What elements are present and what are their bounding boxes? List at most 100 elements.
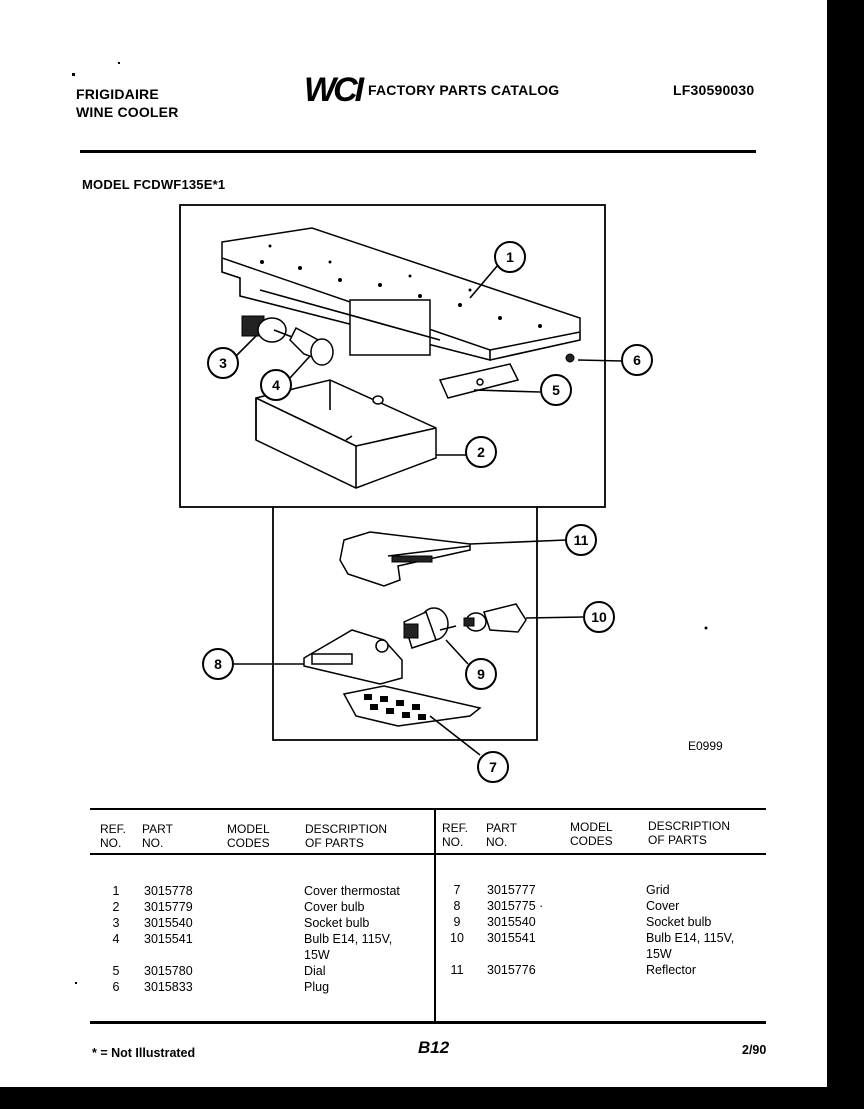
table-cell: 4	[112, 932, 120, 946]
svg-text:1: 1	[506, 249, 514, 265]
table-cell: 3015780	[144, 964, 193, 978]
cover-thermostat-drawing	[221, 227, 581, 362]
table-cell: 10	[450, 931, 464, 945]
callout-11: 11	[565, 524, 597, 556]
table-top-rule	[90, 808, 766, 810]
header-divider	[80, 150, 756, 153]
cover-lower-drawing	[303, 629, 403, 685]
svg-text:9: 9	[477, 666, 485, 682]
diagram-code: E0999	[688, 739, 723, 753]
svg-text:8: 8	[214, 656, 222, 672]
brand-name: FRIGIDAIRE	[76, 86, 159, 102]
table-cell: Plug	[304, 980, 330, 994]
right-desc-column: Grid Cover Socket bulb Bulb E14, 115V, 1…	[646, 882, 734, 978]
callout-7: 7	[477, 751, 509, 783]
svg-text:7: 7	[489, 759, 497, 775]
left-ref-column: 1 2 3 4 5 6	[106, 883, 126, 995]
callout-3: 3	[207, 347, 239, 379]
svg-text:2: 2	[477, 444, 485, 460]
table-cell: 15W	[646, 947, 672, 961]
callout-9: 9	[465, 658, 497, 690]
revision-date: 2/90	[742, 1043, 767, 1057]
callout-8: 8	[202, 648, 234, 680]
product-type: WINE COOLER	[76, 104, 179, 120]
svg-text:3: 3	[219, 355, 227, 371]
table-cell: 2	[112, 900, 120, 914]
table-cell: 11	[450, 963, 464, 977]
header-ref-no-right: REF.NO.	[442, 821, 469, 849]
table-cell: 1	[112, 884, 120, 898]
left-desc-column: Cover thermostat Cover bulb Socket bulb …	[304, 883, 400, 995]
table-cell	[487, 946, 543, 962]
svg-text:11: 11	[574, 532, 589, 548]
table-bottom-rule	[90, 1021, 766, 1024]
upper-assembly-frame	[179, 204, 606, 508]
callout-2: 2	[465, 436, 497, 468]
catalog-number: LF30590030	[673, 82, 755, 98]
table-cell: 3015540	[487, 915, 536, 929]
bulb-drawing	[289, 326, 334, 366]
model-label: MODEL FCDWF135E*1	[82, 177, 226, 192]
table-cell: 8	[453, 899, 461, 913]
footnote: * = Not Illustrated	[92, 1046, 196, 1060]
catalog-page: FRIGIDAIRE WINE COOLER WCI FACTORY PARTS…	[0, 0, 827, 1087]
table-cell: Grid	[646, 883, 670, 897]
table-cell: 3015833	[144, 980, 193, 994]
scan-speck	[72, 73, 75, 76]
callout-1: 1	[494, 241, 526, 273]
header-ref-no: REF.NO.	[100, 822, 127, 850]
table-cell: 3015778	[144, 884, 193, 898]
table-cell: 3015779	[144, 900, 193, 914]
table-cell: 3	[112, 916, 120, 930]
table-cell	[446, 946, 468, 962]
table-cell: Bulb E14, 115V,	[304, 932, 393, 946]
table-cell	[106, 947, 126, 963]
svg-text:6: 6	[633, 352, 641, 368]
table-cell: 3015776	[487, 963, 536, 977]
table-cell: 5	[112, 964, 120, 978]
catalog-title: FACTORY PARTS CATALOG	[368, 82, 560, 98]
table-cell: Socket bulb	[304, 916, 370, 930]
scan-speck	[75, 982, 77, 984]
lower-assembly-frame	[272, 507, 538, 741]
svg-text:4: 4	[272, 377, 280, 393]
table-cell: 15W	[304, 948, 330, 962]
table-center-rule	[434, 808, 436, 1022]
table-cell: 7	[453, 883, 461, 897]
table-cell: Dial	[304, 964, 326, 978]
cover-bulb-drawing	[255, 379, 437, 489]
right-part-column: 3015777 3015775 · 3015540 3015541 301577…	[487, 882, 543, 978]
right-ref-column: 7 8 9 10 11	[446, 882, 468, 978]
callout-10: 10	[583, 601, 615, 633]
svg-text:10: 10	[591, 609, 607, 625]
table-cell: 3015541	[487, 931, 536, 945]
table-cell: 3015541	[144, 932, 193, 946]
bulb-lower-drawing	[463, 603, 527, 633]
grid-drawing	[342, 685, 482, 727]
svg-text:5: 5	[552, 382, 560, 398]
socket-lower-drawing	[403, 607, 457, 649]
table-cell: Cover thermostat	[304, 884, 400, 898]
table-cell: Cover bulb	[304, 900, 365, 914]
table-cell: Bulb E14, 115V,	[646, 931, 735, 945]
callout-5: 5	[540, 374, 572, 406]
table-cell: 3015777	[487, 883, 536, 897]
table-cell: 3015540	[144, 916, 193, 930]
table-cell: Cover	[646, 899, 680, 913]
table-cell: 3015775 ·	[487, 899, 544, 913]
table-header-rule	[90, 853, 766, 855]
page-number: B12	[418, 1038, 450, 1057]
wci-logo: WCI	[304, 71, 364, 109]
dial-drawing	[438, 363, 520, 399]
table-cell: Socket bulb	[646, 915, 712, 929]
table-cell: 6	[112, 980, 120, 994]
exploded-parts-diagram: 1 2 3 4 5 6 7 8 9 10 11	[179, 204, 708, 783]
callout-4: 4	[260, 369, 292, 401]
callout-6: 6	[621, 344, 653, 376]
